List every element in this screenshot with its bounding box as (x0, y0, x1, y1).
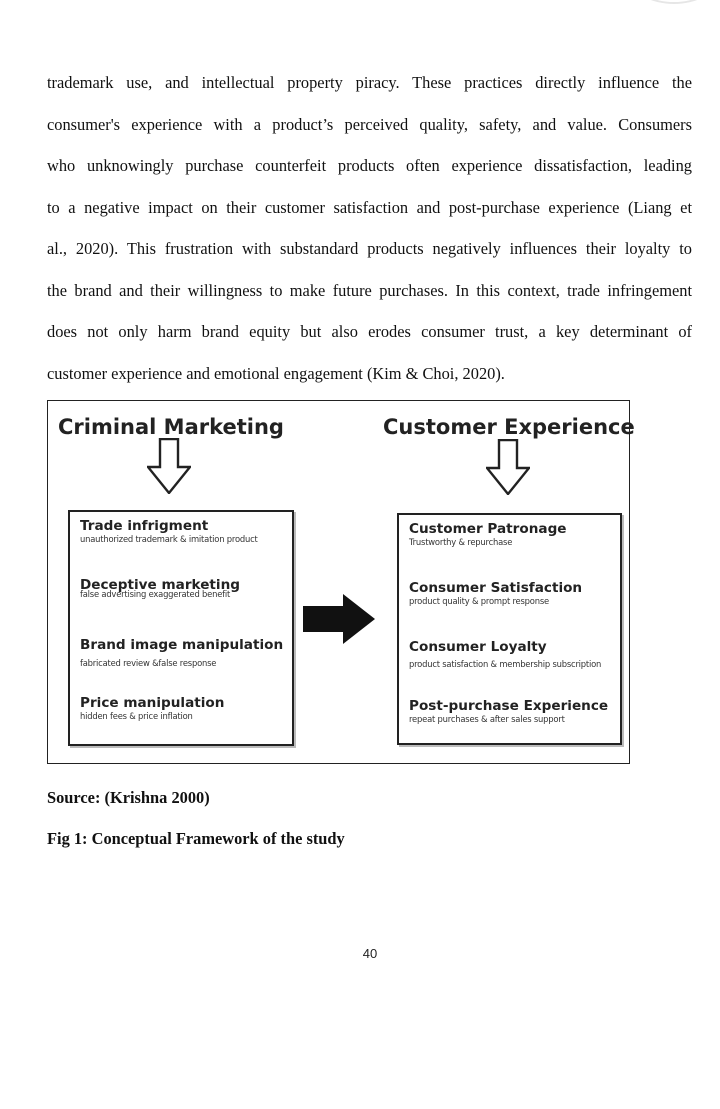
item-subtitle: product satisfaction & membership subscr… (409, 659, 602, 669)
criminal-marketing-title: Criminal Marketing (58, 415, 284, 439)
item-subtitle: hidden fees & price inflation (80, 711, 193, 721)
list-item: Brand image manipulation fabricated revi… (80, 637, 283, 669)
item-title: Brand image manipulation (80, 637, 284, 653)
body-line: the brand and their willingness to make … (47, 280, 692, 300)
right-arrow-icon (303, 594, 375, 644)
item-title: Post-purchase Experience (409, 698, 609, 714)
down-arrow-icon (486, 439, 530, 495)
list-item: Post-purchase Experience repeat purchase… (409, 698, 608, 725)
body-line: consumer's experience with a product’s p… (47, 114, 692, 134)
item-subtitle: false advertising exaggerated benefit (80, 589, 231, 599)
body-line: al., 2020). This frustration with substa… (47, 239, 692, 258)
item-title: Customer Patronage (409, 521, 567, 537)
body-line: who unknowingly purchase counterfeit pro… (47, 156, 692, 175)
item-subtitle: repeat purchases & after sales support (409, 714, 565, 724)
body-line: trademark use, and intellectual property… (47, 73, 692, 92)
list-item: Consumer Loyalty product satisfaction & … (409, 639, 601, 670)
page-number: 40 (362, 946, 378, 961)
item-subtitle: product quality & prompt response (409, 596, 549, 606)
body-line: customer experience and emotional engage… (47, 363, 505, 383)
body-line: to a negative impact on their customer s… (47, 197, 692, 217)
figure-caption: Fig 1: Conceptual Framework of the study (47, 829, 345, 848)
list-item: Deceptive marketing false advertising ex… (80, 577, 240, 600)
body-paragraph: trademark use, and intellectual property… (47, 62, 692, 394)
body-line: does not only harm brand equity but also… (47, 322, 692, 341)
item-title: Consumer Satisfaction (409, 580, 583, 596)
list-item: Trade infrigment unauthorized trademark … (80, 518, 258, 545)
item-subtitle: Trustworthy & repurchase (409, 537, 513, 547)
list-item: Customer Patronage Trustworthy & repurch… (409, 521, 567, 548)
item-title: Deceptive marketing (80, 577, 240, 593)
corner-decoration (632, 0, 716, 4)
figure-source: Source: (Krishna 2000) (47, 788, 210, 807)
list-item: Consumer Satisfaction product quality & … (409, 580, 582, 607)
list-item: Price manipulation hidden fees & price i… (80, 695, 224, 722)
item-subtitle: fabricated review &false response (80, 658, 217, 668)
item-title: Consumer Loyalty (409, 639, 547, 655)
item-title: Trade infrigment (80, 518, 209, 534)
customer-experience-title: Customer Experience (383, 415, 635, 439)
customer-experience-box: Customer Patronage Trustworthy & repurch… (397, 513, 622, 745)
down-arrow-icon (147, 438, 191, 494)
conceptual-framework-figure: Criminal Marketing Customer Experience T… (47, 400, 635, 764)
item-title: Price manipulation (80, 695, 225, 711)
item-subtitle: unauthorized trademark & imitation produ… (80, 534, 258, 544)
criminal-marketing-box: Trade infrigment unauthorized trademark … (68, 510, 294, 746)
